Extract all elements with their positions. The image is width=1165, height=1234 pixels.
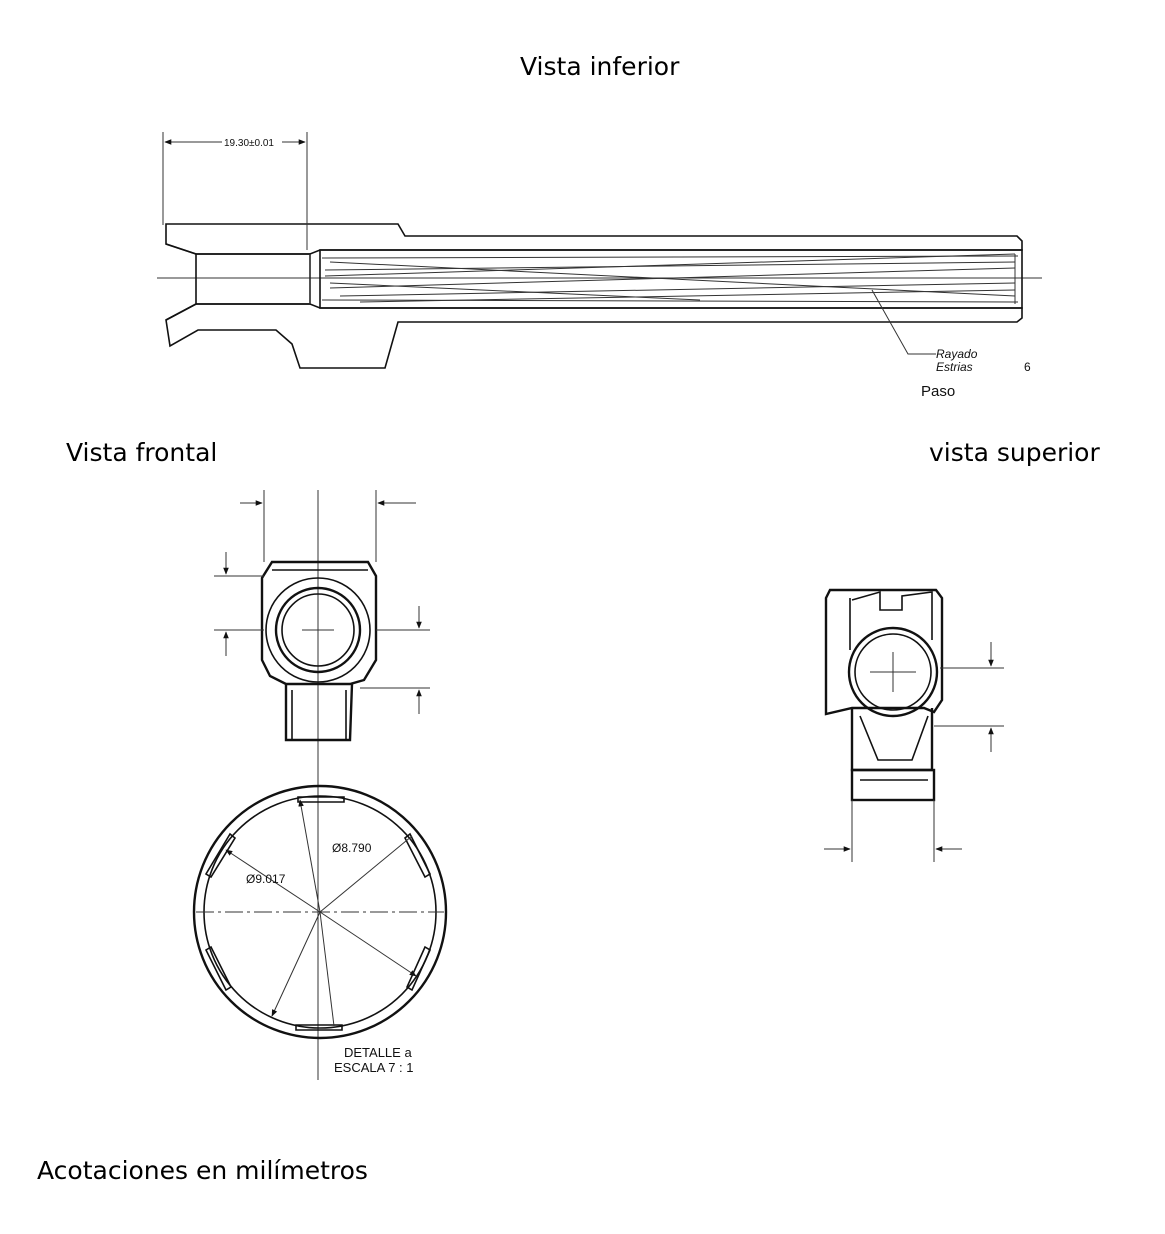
- bore: [319, 249, 1023, 309]
- front-view-title: Vista frontal: [66, 438, 218, 467]
- dia-inner-label: Ø8.790: [332, 841, 372, 855]
- units-note: Acotaciones en milímetros: [37, 1156, 368, 1185]
- barrel-section: 19.30±0.01 Rayado Estrias 6 Paso: [157, 132, 1042, 400]
- detail-name: DETALLE a: [344, 1045, 412, 1060]
- pitch-label: Paso: [921, 383, 955, 400]
- grooves-label: Estrias: [936, 360, 973, 374]
- top-body: [824, 588, 944, 716]
- dia-outer-label: Ø9.017: [246, 872, 286, 886]
- dim-length: 19.30±0.01: [224, 138, 274, 149]
- rifling-grooves: [321, 253, 1019, 304]
- detail-a: Ø9.017 Ø8.790 DETALLE a ESCALA 7 : 1: [192, 784, 448, 1075]
- front-lug: [284, 683, 354, 742]
- bottom-view-title: Vista inferior: [520, 52, 680, 81]
- rifling-label: Rayado: [936, 347, 978, 361]
- barrel-lower-wall: [165, 303, 1023, 369]
- front-body: [260, 560, 378, 686]
- chamber: [195, 253, 311, 305]
- top-view-title: vista superior: [929, 438, 1100, 467]
- grooves-count: 6: [1024, 360, 1031, 374]
- front-view: Ø9.017 Ø8.790 DETALLE a ESCALA 7 : 1: [192, 490, 448, 1080]
- top-view: [824, 588, 1004, 862]
- detail-outer-circle: [192, 784, 448, 1040]
- detail-scale: ESCALA 7 : 1: [334, 1060, 414, 1075]
